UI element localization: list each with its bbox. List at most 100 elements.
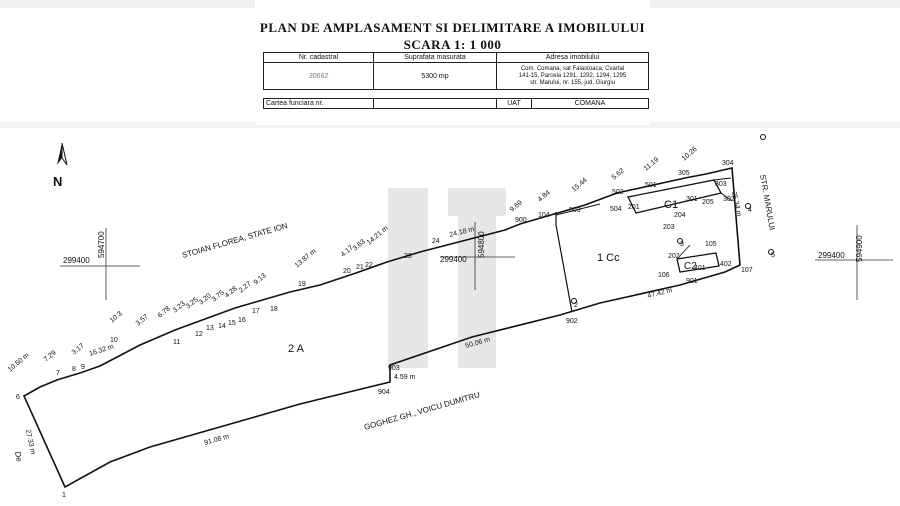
inner-line: [720, 192, 733, 202]
distance-label: 9.13: [253, 272, 268, 286]
point-id: 904: [378, 389, 390, 396]
point-id: 302: [723, 196, 735, 203]
distance-label: 10.26: [681, 146, 699, 163]
point-id: 502: [612, 189, 624, 196]
adresa-line: Com. Comana, sat Falastoaca, Cvartal: [520, 65, 625, 72]
point-id: 19: [298, 281, 306, 288]
point-id: 402: [720, 261, 732, 268]
point-id: 900: [515, 217, 527, 224]
distance-label: 2.27: [238, 280, 253, 294]
adresa-value: Com. Comana, sat Falastoaca, Cvartal 141…: [496, 62, 649, 90]
point-id: 901: [686, 278, 698, 285]
point-id: 15: [228, 320, 236, 327]
point-id: 202: [668, 253, 680, 260]
grid-label: 299400: [63, 256, 90, 265]
inner-line: [676, 244, 691, 260]
point-id: 10: [110, 337, 118, 344]
plan-header: PLAN DE AMPLASAMENT SI DELIMITARE A IMOB…: [255, 0, 650, 125]
adresa-line: 141-15, Parcela 1291, 1292, 1294, 1295: [518, 72, 627, 79]
distance-label: 11.19: [643, 156, 661, 172]
building-c2: [676, 252, 720, 273]
distance-label: 9.69: [509, 199, 524, 213]
inner-line: [555, 203, 601, 216]
distance-label: 3.75: [211, 289, 226, 303]
point-id: 21: [356, 264, 364, 271]
distance-label: 5.62: [611, 167, 626, 181]
point-id: 204: [674, 212, 686, 219]
point-id: 24: [432, 238, 440, 245]
point-id: 23: [404, 253, 412, 260]
distance-label: 4.59 m: [394, 374, 416, 381]
distance-label: 15.44: [571, 177, 589, 194]
point-id: 401: [694, 265, 706, 272]
uat-value: COMANA: [531, 98, 649, 109]
distance-label: 4.28: [224, 285, 239, 299]
distance-label: 3.25: [185, 296, 200, 310]
distance-label: 14.21 m: [366, 225, 390, 247]
point-id: 304: [722, 160, 734, 167]
parcel-outline: [22, 167, 741, 489]
distance-label: 16.32 m: [88, 343, 114, 358]
point-id: 503: [569, 207, 581, 214]
point-id: 1: [62, 492, 66, 499]
point-id: 5: [771, 252, 775, 259]
point-id: 2: [574, 302, 578, 309]
distance-label: 4.84: [537, 189, 552, 203]
point-id: 105: [705, 241, 717, 248]
point-id: 9: [81, 364, 85, 371]
distance-label: 91.08 m: [204, 433, 230, 447]
point-id: 305: [678, 170, 690, 177]
survey-marker-icon: [571, 298, 577, 304]
point-id: 17: [252, 308, 260, 315]
neighbor-west: De: [13, 451, 24, 463]
point-id: 203: [663, 224, 675, 231]
north-label: N: [53, 174, 62, 189]
neighbor-east: STR. MARULUI: [758, 174, 777, 231]
distance-label: 13.87 m: [294, 248, 318, 270]
grid-label: 594800: [477, 231, 486, 258]
point-id: 22: [365, 262, 373, 269]
point-id: 301: [686, 196, 698, 203]
point-id: 501: [645, 182, 657, 189]
cadastral-info-table: Nr. cadastral Suprafata masurata Adresa …: [263, 52, 649, 90]
point-id: 6: [16, 394, 20, 401]
parcel-label: 2 A: [288, 343, 305, 355]
point-id: 3: [680, 241, 684, 248]
grid-label: 594700: [97, 231, 106, 258]
inner-line: [713, 177, 732, 181]
grid-crosses: [60, 222, 893, 300]
point-id: 11: [173, 339, 180, 346]
distance-label: 25.34 m: [730, 191, 742, 217]
adresa-line: str. Marului, nr. 155, jud. Giurgiu: [529, 79, 616, 86]
grid-label: 299400: [440, 255, 467, 264]
plan-title: PLAN DE AMPLASAMENT SI DELIMITARE A IMOB…: [259, 20, 646, 35]
distance-label: 10.3: [109, 310, 124, 324]
building-label: C2: [684, 261, 697, 272]
point-id: 8: [72, 366, 76, 373]
parcel-division: [555, 212, 573, 313]
distance-label: 6.78: [157, 305, 172, 319]
point-id: 18: [270, 306, 278, 313]
point-id: 205: [702, 199, 714, 206]
distance-label: 7.29: [43, 349, 58, 363]
point-id: 303: [715, 181, 727, 188]
distance-label: 27.33 m: [24, 429, 36, 455]
watermark-logo: [388, 188, 506, 368]
point-id: 20: [343, 268, 351, 275]
survey-marker-icon: [768, 249, 774, 255]
point-id: 903: [388, 365, 400, 372]
neighbor-north: STOIAN FLOREA, STATE ION: [181, 221, 289, 260]
distance-label: 3.23: [172, 300, 187, 314]
point-id: 504: [610, 206, 622, 213]
building-label: C1: [664, 199, 678, 211]
distance-label: 3.63: [352, 238, 367, 252]
point-id: 7: [56, 370, 60, 377]
distance-label: 3.17: [71, 342, 86, 356]
neighbor-south: GOGHEZ GH., VOICU DUMITRU: [363, 390, 481, 432]
distance-label: 10.50 m: [7, 352, 31, 374]
grid-label: 299400: [818, 251, 845, 260]
